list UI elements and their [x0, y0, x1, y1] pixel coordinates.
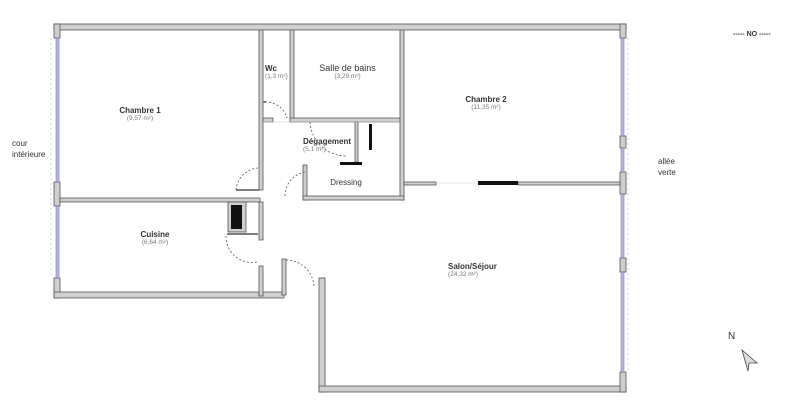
wall-right-p1: [619, 135, 627, 149]
exterior-label-line: cour: [12, 139, 28, 148]
room-salon-sejour: Salon/Séjour (24,32 m²): [448, 262, 497, 278]
window-cuisine: [55, 205, 60, 279]
door-ch1-arc: [235, 167, 259, 191]
wall-bottom-right: [318, 385, 627, 393]
room-name: Chambre 2: [465, 95, 507, 104]
wall-dressing-bottom: [302, 195, 405, 201]
room-dressing: Dressing: [316, 178, 376, 187]
window-chambre2: [620, 37, 625, 137]
room-area: (6,64 m²): [141, 239, 169, 246]
window-salon-2: [620, 271, 625, 373]
room-area: (24,32 m²): [448, 271, 478, 278]
wall-right-p3: [619, 257, 627, 273]
room-name: Dégagement: [303, 137, 352, 146]
room-chambre-2: Chambre 2 (11,35 m²): [446, 95, 526, 111]
label-allee-verte: allée verte: [658, 156, 676, 178]
room-name: Salle de bains: [319, 63, 376, 73]
wall-ch2-bottom-r: [517, 181, 621, 186]
wall-left-top: [53, 23, 61, 39]
room-area: (11,35 m²): [471, 104, 501, 111]
door-dressing-arc: [284, 171, 306, 197]
north-label: N: [728, 331, 736, 342]
window-salon-1: [620, 193, 625, 259]
closet-kitchen: [231, 205, 242, 229]
sliding-door-dressing: [340, 162, 362, 165]
wall-hall-stub: [281, 258, 287, 296]
wall-kitchen-right: [258, 201, 264, 241]
wall-right-top: [619, 23, 627, 39]
room-area: (3,29 m²): [334, 73, 361, 80]
door-wc-arc: [264, 101, 288, 119]
sliding-door-ch2: [478, 181, 518, 185]
wall-right-bottom: [619, 371, 627, 393]
room-cuisine: Cuisine (6,64 m²): [125, 230, 185, 246]
wall-bottom-left: [53, 291, 285, 299]
door-kitchen-arc: [225, 235, 258, 263]
exterior-label-line: verte: [658, 168, 676, 177]
door-salon-arc: [285, 259, 315, 287]
wall-left-mid: [53, 181, 61, 207]
wall-ch1-right: [258, 29, 264, 191]
wall-salon-left: [318, 277, 326, 393]
room-area: (9,57 m²): [126, 115, 154, 122]
door-deg-arc: [309, 121, 347, 157]
room-name: Wc: [265, 64, 277, 73]
wall-ch1-bottom: [59, 197, 261, 203]
compass-arrow-icon: [741, 348, 759, 372]
exterior-label-line: intérieure: [12, 150, 46, 159]
room-name: Cuisine: [140, 230, 170, 239]
orientation-label: ----- NO -----: [733, 31, 771, 38]
room-salle-de-bains: Salle de bains (3,29 m²): [305, 63, 390, 80]
wall-sdb-right: [399, 29, 405, 201]
wall-kitchen-right-low: [258, 265, 264, 297]
room-degagement: Dégagement (5,1 m²): [303, 137, 351, 153]
room-name: Chambre 1: [119, 106, 161, 115]
window-chambre2b: [620, 147, 625, 173]
room-wc: Wc (1,3 m²): [265, 64, 288, 80]
wall-deg-post: [354, 121, 359, 163]
wall-top: [53, 23, 627, 31]
wall-wc-bottom: [262, 117, 274, 123]
wall-ch2-bottom-l: [403, 181, 437, 186]
wall-wc-right: [289, 29, 295, 123]
room-chambre-1: Chambre 1 (9,57 m²): [100, 106, 180, 122]
wall-sdb-bottom: [289, 117, 401, 123]
room-area: (1,3 m²): [265, 73, 288, 80]
room-name: Salon/Séjour: [448, 262, 497, 271]
dressing-post: [369, 124, 372, 150]
label-cour-interieure: cour intérieure: [12, 138, 45, 160]
window-chambre1: [55, 37, 60, 183]
wall-dressing-left: [302, 164, 308, 201]
room-area: (5,1 m²): [303, 146, 326, 153]
room-name: Dressing: [330, 178, 362, 187]
exterior-label-line: allée: [658, 157, 675, 166]
wall-right-p2: [619, 171, 627, 195]
